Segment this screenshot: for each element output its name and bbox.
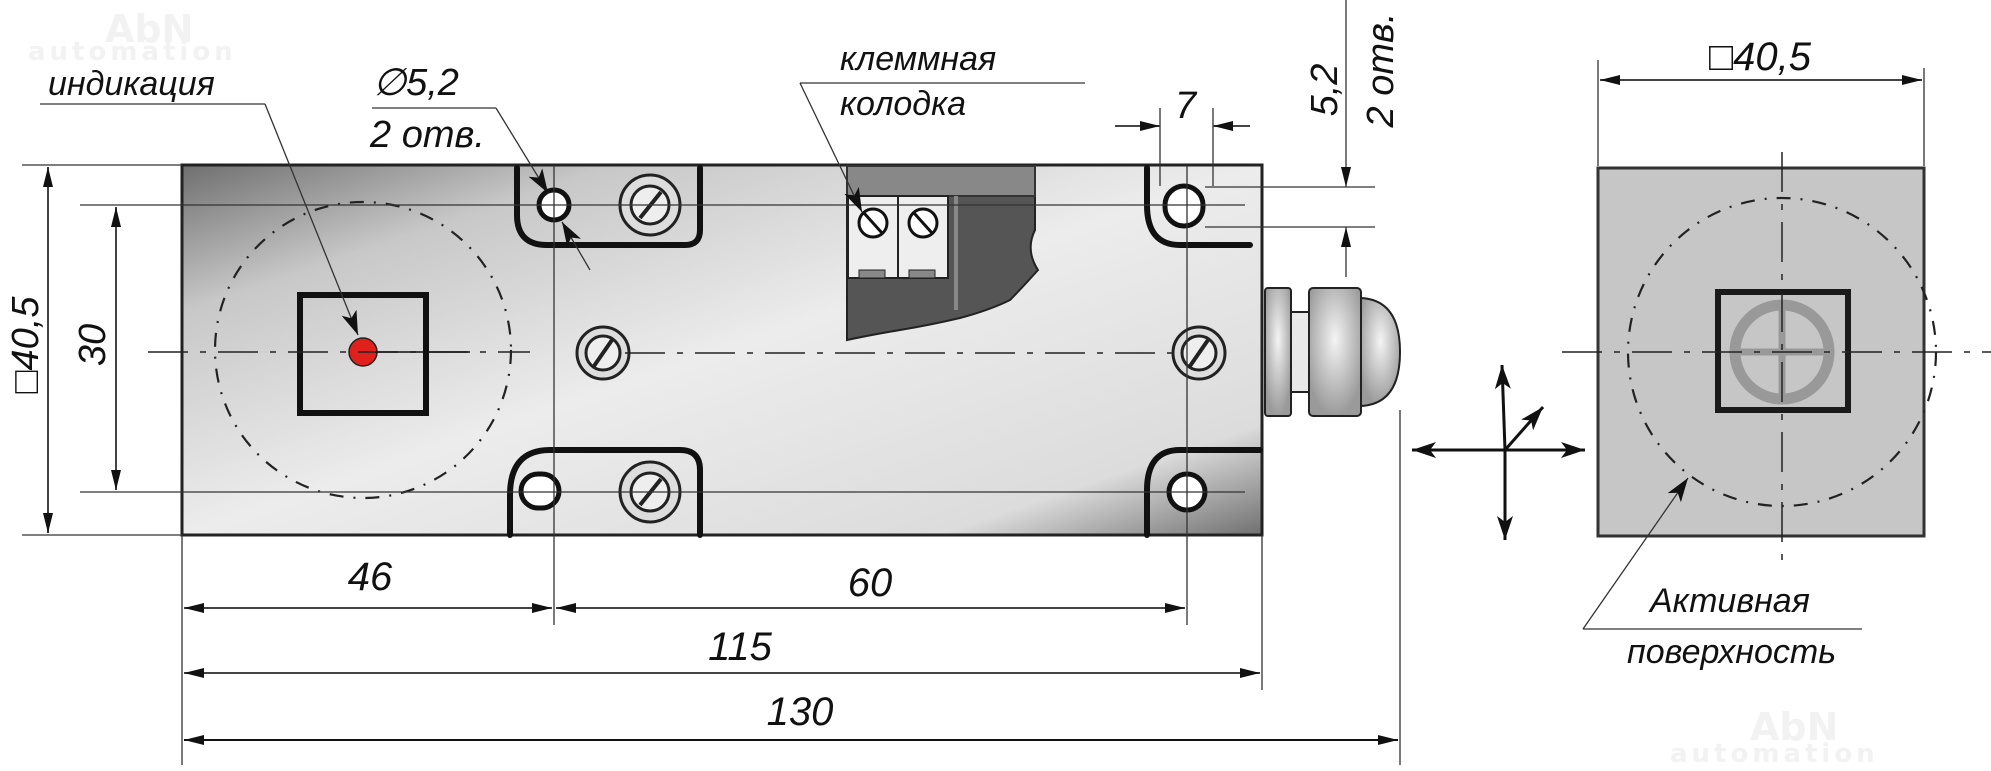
mount-ear-top-left	[514, 165, 703, 248]
svg-text:2 отв.: 2 отв.	[1360, 13, 1402, 129]
sensor-housing-top-view	[22, 163, 1402, 765]
mount-ear-top-right	[1144, 165, 1253, 248]
svg-text:колодка: колодка	[840, 85, 966, 123]
direction-arrows-icon	[1412, 364, 1585, 540]
svg-text:□40,5: □40,5	[1709, 35, 1812, 79]
cable-gland	[1264, 287, 1402, 417]
label-active-surface: Активная поверхность	[1582, 477, 1862, 671]
dim-slot-width: 7	[1115, 85, 1250, 186]
svg-text:130: 130	[767, 690, 834, 734]
face-indicator-window	[1715, 289, 1851, 413]
sensing-zone-circle	[213, 200, 513, 500]
mount-slot-bottom-left	[518, 471, 562, 511]
screw-middle-left	[575, 325, 631, 381]
svg-text:AbN: AbN	[105, 7, 193, 51]
svg-text:2 отв.: 2 отв.	[369, 114, 485, 156]
watermark-bottom-right: AbN automation	[1670, 705, 1879, 769]
svg-text:automation: automation	[1670, 739, 1879, 769]
label-hole-diameter: ∅5,2 2 отв.	[369, 62, 591, 271]
label-terminal-block: клеммная колодка	[799, 40, 1085, 213]
dim-slot-height: 5,2 2 отв.	[1205, 0, 1402, 277]
svg-text:115: 115	[708, 625, 773, 669]
housing-body	[180, 163, 1264, 537]
svg-text:46: 46	[348, 555, 393, 599]
dim-mount-spacing: 60	[556, 561, 1185, 613]
watermark-top-left: AbN automation	[28, 7, 237, 67]
svg-text:индикация: индикация	[48, 65, 215, 103]
mount-ear-bottom-left	[507, 447, 703, 538]
svg-text:7: 7	[1175, 85, 1198, 127]
sensor-face-front-view	[1562, 152, 1991, 570]
mount-slot-top-right	[1162, 183, 1206, 229]
svg-text:AbN: AbN	[1750, 705, 1838, 749]
dim-mount-vertical: 30	[72, 207, 121, 490]
svg-text:∅5,2: ∅5,2	[373, 62, 459, 104]
svg-text:60: 60	[848, 561, 893, 605]
dim-height-square: □40,5	[5, 167, 53, 533]
svg-text:automation: automation	[28, 37, 237, 67]
svg-text:30: 30	[72, 324, 114, 366]
svg-text:клеммная: клеммная	[840, 40, 996, 78]
label-indication: индикация	[40, 65, 359, 336]
screw-middle-right	[1171, 325, 1227, 381]
dim-total-length: 130	[184, 690, 1398, 745]
dim-center-to-mount: 46	[184, 555, 552, 613]
svg-text:□40,5: □40,5	[5, 296, 47, 394]
terminal-block	[846, 165, 1040, 342]
svg-text:5,2: 5,2	[1304, 64, 1346, 117]
svg-text:поверхность: поверхность	[1627, 633, 1836, 671]
svg-text:Активная: Активная	[1648, 582, 1810, 620]
dim-face-square: □40,5	[1597, 35, 1925, 166]
dim-body-length: 115	[184, 625, 1260, 678]
mount-ear-bottom-right	[1144, 447, 1263, 538]
indicator-window	[297, 292, 429, 416]
